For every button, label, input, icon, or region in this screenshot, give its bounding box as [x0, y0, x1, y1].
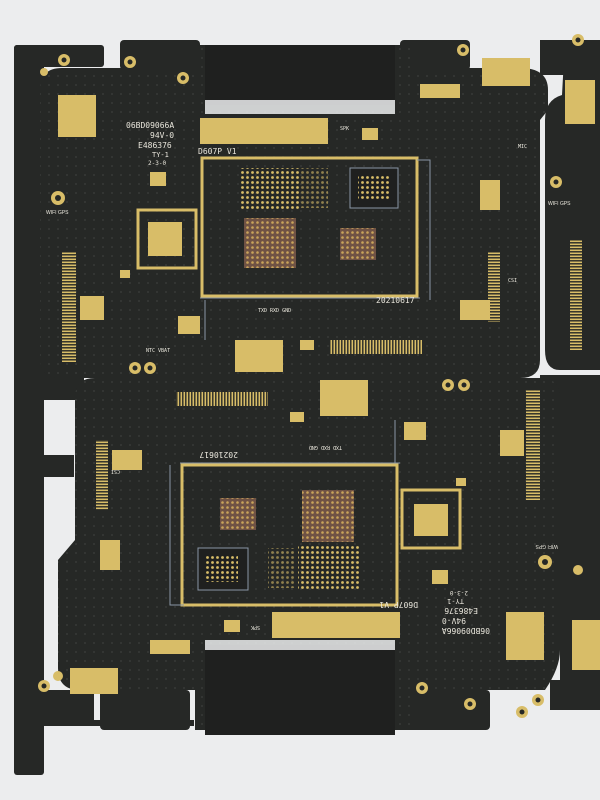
bottom-board: 06BD09066A 94V-0 E486376 TY-1 2-3-0 D607…	[38, 378, 560, 735]
top-antenna-label: WIFI GPS	[46, 210, 69, 216]
top-ul-rating: 94V-0	[150, 131, 174, 140]
gold-pad	[70, 668, 118, 694]
top-label-csi: CSI	[508, 278, 517, 284]
bottom-ul-layer: TY-1	[447, 597, 464, 605]
panel-frame-bottom	[14, 720, 194, 726]
gold-pad	[482, 58, 530, 86]
bottom-debug-label: TXD RXD GND	[309, 444, 342, 450]
top-date-code: 2-3-0	[148, 160, 166, 167]
gold-pad	[235, 340, 283, 372]
top-model: D607P V1	[198, 147, 237, 156]
top-label-ntc: NTC VBAT	[146, 348, 170, 354]
bottom-model: D607P V1	[379, 600, 418, 609]
bottom-date: 20210617	[199, 450, 238, 459]
top-debug-label: TXD RXD GND	[258, 308, 291, 314]
top-board: 06BD09066A 94V-0 E486376 TY-1 2-3-0 D607…	[40, 44, 548, 378]
top-label-mic: MIC	[518, 144, 527, 150]
bottom-part-number: 06BD09066A	[442, 626, 490, 635]
gold-pad	[58, 95, 96, 137]
gold-pad	[200, 118, 328, 144]
right-board-partial: WIFI GPS	[545, 34, 600, 690]
bottom-ul-rating: 94V-0	[442, 616, 466, 625]
bottom-label-csi: CSI	[111, 468, 120, 474]
gold-pad	[506, 612, 544, 660]
bottom-label-spk: SPK	[251, 624, 260, 630]
top-file-number: E486376	[138, 141, 172, 150]
gold-pad	[272, 612, 400, 638]
right-antenna-label: WIFI GPS	[548, 201, 571, 207]
bottom-file-number: E486376	[444, 606, 478, 615]
top-ul-layer: TY-1	[152, 151, 169, 159]
top-part-number: 06BD09066A	[126, 121, 174, 130]
top-label-spk: SPK	[340, 126, 349, 132]
top-date: 20210617	[376, 296, 415, 305]
gold-pad	[320, 380, 368, 416]
bottom-date-code: 2-3-0	[450, 589, 468, 596]
bottom-antenna-label: WIFI GPS	[535, 543, 558, 549]
